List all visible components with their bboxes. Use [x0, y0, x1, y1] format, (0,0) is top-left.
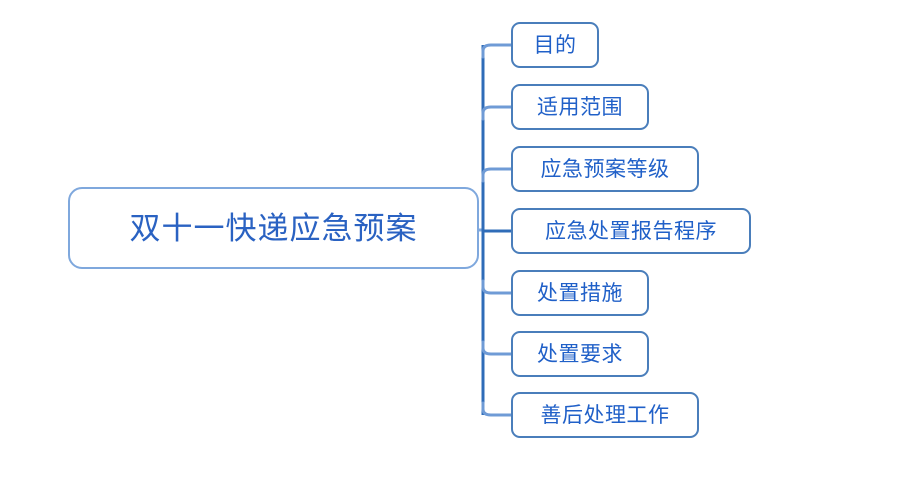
node-child-label: 应急预案等级	[540, 157, 670, 181]
connector-branch-7	[481, 401, 513, 417]
node-child-requirements[interactable]: 处置要求	[511, 331, 649, 377]
connector-branch-5	[481, 279, 513, 295]
node-child-purpose[interactable]: 目的	[511, 22, 599, 68]
node-child-label: 适用范围	[537, 95, 623, 119]
node-child-label: 处置措施	[537, 281, 623, 305]
node-root[interactable]: 双十一快递应急预案	[68, 187, 479, 269]
node-child-label: 目的	[533, 33, 577, 57]
node-root-label: 双十一快递应急预案	[129, 210, 418, 246]
connector-branch-6	[481, 340, 513, 356]
node-child-label: 处置要求	[537, 342, 623, 366]
connector-branch-1	[481, 43, 513, 59]
node-child-report-procedure[interactable]: 应急处置报告程序	[511, 208, 751, 254]
node-child-label: 应急处置报告程序	[545, 219, 717, 243]
connector-branch-2	[481, 105, 513, 121]
node-child-label: 善后处理工作	[540, 403, 670, 427]
node-child-measures[interactable]: 处置措施	[511, 270, 649, 316]
node-child-aftermath[interactable]: 善后处理工作	[511, 392, 699, 438]
node-child-scope[interactable]: 适用范围	[511, 84, 649, 130]
connector-branch-3	[481, 167, 513, 183]
node-child-plan-level[interactable]: 应急预案等级	[511, 146, 699, 192]
